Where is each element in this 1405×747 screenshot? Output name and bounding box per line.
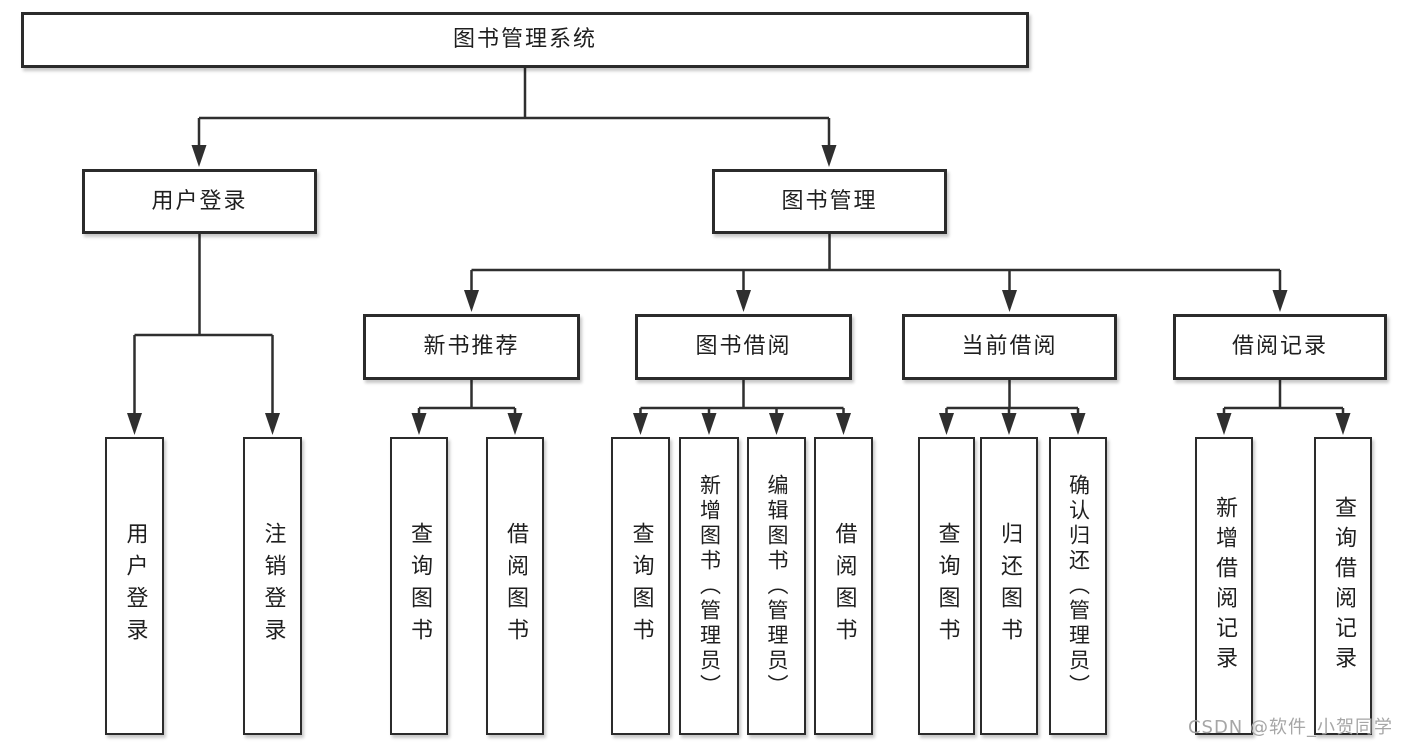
node-label: 新增图书（管理员） bbox=[697, 473, 722, 699]
node-label: 查询图书 bbox=[934, 522, 960, 650]
arrow-down-icon bbox=[1002, 290, 1017, 312]
arrow-down-icon bbox=[191, 145, 207, 167]
leaf-confirm-return-admin: 确认归还（管理员） bbox=[1049, 437, 1107, 735]
arrow-down-icon bbox=[1216, 413, 1232, 435]
node-label: 查询借阅记录 bbox=[1331, 496, 1356, 676]
leaf-user-login: 用户登录 bbox=[105, 437, 164, 735]
leaf-borrow-books: 借阅图书 bbox=[814, 437, 873, 735]
arrow-down-icon bbox=[411, 413, 427, 435]
node-label: 确认归还（管理员） bbox=[1066, 473, 1091, 699]
arrow-down-icon bbox=[939, 413, 954, 435]
node-label: 编辑图书（管理员） bbox=[765, 473, 789, 699]
leaf-return-books: 归还图书 bbox=[980, 437, 1038, 735]
node-label: 借阅图书 bbox=[831, 522, 857, 650]
node-book-management: 图书管理 bbox=[712, 169, 947, 234]
leaf-add-borrow-record: 新增借阅记录 bbox=[1195, 437, 1253, 735]
node-label: 借阅图书 bbox=[503, 522, 528, 650]
node-label: 图书管理 bbox=[781, 188, 878, 214]
leaf-edit-books-admin: 编辑图书（管理员） bbox=[747, 437, 806, 735]
node-new-book-recommend: 新书推荐 bbox=[363, 314, 580, 380]
arrow-down-icon bbox=[507, 413, 523, 435]
node-label: 用户登录 bbox=[151, 188, 248, 214]
arrow-down-icon bbox=[1335, 413, 1351, 435]
node-label: 图书管理系统 bbox=[452, 27, 597, 52]
csdn-watermark: CSDN @软件_小贺同学 bbox=[1187, 717, 1393, 738]
leaf-query-books-current: 查询图书 bbox=[918, 437, 975, 735]
arrow-down-icon bbox=[464, 290, 479, 312]
node-label: 用户登录 bbox=[122, 522, 148, 650]
arrow-down-icon bbox=[1070, 413, 1086, 435]
node-label: 查询图书 bbox=[628, 522, 654, 650]
arrow-down-icon bbox=[265, 413, 280, 435]
node-borrowing-records: 借阅记录 bbox=[1173, 314, 1387, 380]
node-label: 当前借阅 bbox=[961, 334, 1058, 359]
arrow-down-icon bbox=[633, 413, 648, 435]
leaf-logout: 注销登录 bbox=[243, 437, 302, 735]
arrow-down-icon bbox=[736, 290, 751, 312]
arrow-down-icon bbox=[127, 413, 142, 435]
leaf-query-borrow-record: 查询借阅记录 bbox=[1314, 437, 1372, 735]
arrow-down-icon bbox=[701, 413, 717, 435]
node-user-login: 用户登录 bbox=[82, 169, 317, 234]
leaf-query-books-borrowing: 查询图书 bbox=[611, 437, 670, 735]
node-label: 归还图书 bbox=[997, 522, 1022, 650]
leaf-query-books-recommend: 查询图书 bbox=[390, 437, 448, 735]
leaf-borrow-books-recommend: 借阅图书 bbox=[486, 437, 544, 735]
node-current-borrowing: 当前借阅 bbox=[902, 314, 1117, 380]
arrow-down-icon bbox=[1272, 290, 1288, 312]
arrow-down-icon bbox=[769, 413, 784, 435]
node-root-system: 图书管理系统 bbox=[21, 12, 1029, 68]
node-label: 借阅记录 bbox=[1231, 334, 1328, 359]
node-book-borrowing: 图书借阅 bbox=[635, 314, 852, 380]
arrowheads bbox=[127, 145, 1351, 435]
arrow-down-icon bbox=[821, 145, 837, 167]
node-label: 注销登录 bbox=[260, 522, 286, 650]
arrow-down-icon bbox=[1001, 413, 1017, 435]
node-label: 新增借阅记录 bbox=[1212, 496, 1237, 676]
arrow-down-icon bbox=[836, 413, 851, 435]
node-label: 新书推荐 bbox=[423, 334, 520, 359]
node-label: 图书借阅 bbox=[695, 334, 792, 359]
leaf-add-books-admin: 新增图书（管理员） bbox=[679, 437, 739, 735]
node-label: 查询图书 bbox=[407, 522, 432, 650]
